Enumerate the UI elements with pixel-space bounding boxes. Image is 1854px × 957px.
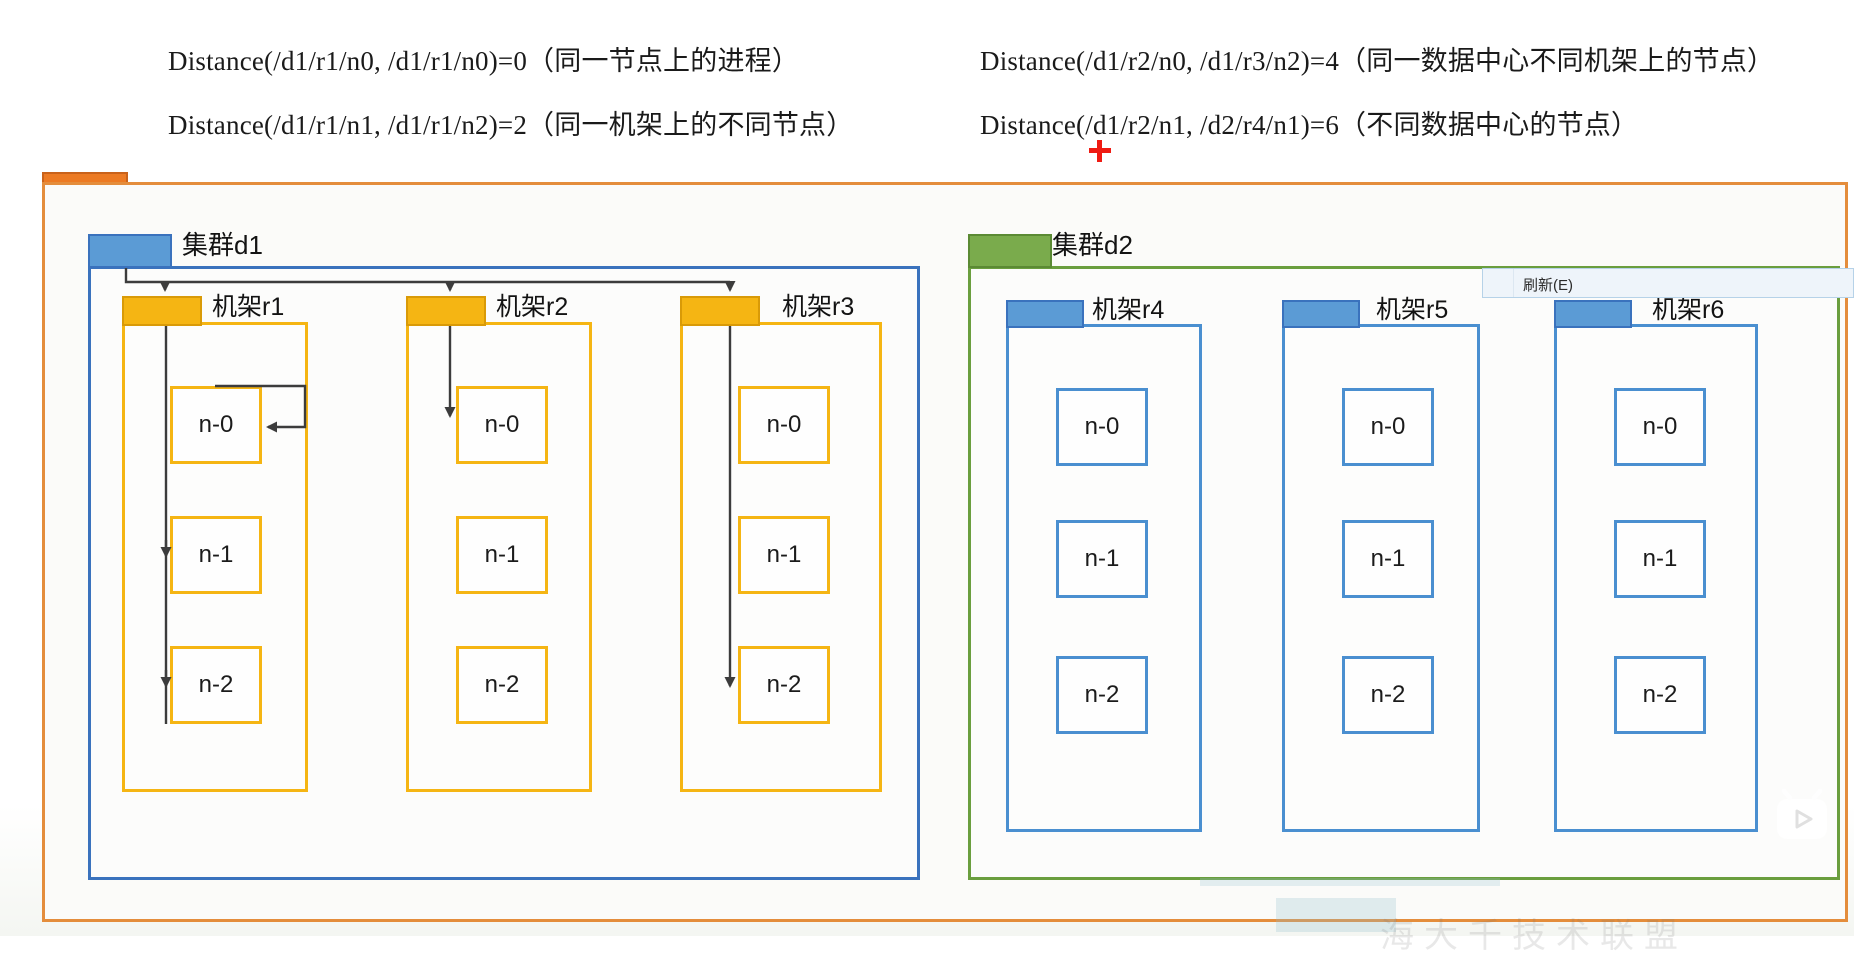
node-d1-r2-n0: n-0: [456, 386, 548, 464]
watermark-bar: [1200, 878, 1500, 886]
rack-r6-tab: [1554, 300, 1632, 328]
cluster-d1-tab: [88, 234, 172, 268]
context-menu-item-refresh[interactable]: 刷新(E): [1523, 277, 1573, 294]
rack-r6-label: 机架r6: [1652, 296, 1725, 324]
bilibili-play-icon: [1777, 788, 1827, 839]
node-d1-r3-n2: n-2: [738, 646, 830, 724]
distance-formula-2: Distance(/d1/r1/n1, /d1/r1/n2)=2（同一机架上的不…: [168, 110, 854, 140]
cluster-d1-label: 集群d1: [182, 230, 263, 260]
node-d1-r3-n0: n-0: [738, 386, 830, 464]
node-d2-r4-n1: n-1: [1056, 520, 1148, 598]
node-d2-r6-n1: n-1: [1614, 520, 1706, 598]
node-d2-r4-n2: n-2: [1056, 656, 1148, 734]
context-menu-icon-column-divider: [1513, 269, 1514, 297]
rack-r2-tab: [406, 296, 486, 326]
watermark-text: 海大千技术联盟: [1380, 917, 1688, 955]
rack-r4-tab: [1006, 300, 1084, 328]
node-d1-r1-n2: n-2: [170, 646, 262, 724]
rack-r1-label: 机架r1: [212, 293, 285, 321]
cluster-d2-label: 集群d2: [1052, 230, 1133, 260]
node-d1-r3-n1: n-1: [738, 516, 830, 594]
watermark-chip: [1276, 898, 1396, 932]
distance-formula-1: Distance(/d1/r1/n0, /d1/r1/n0)=0（同一节点上的进…: [168, 46, 800, 76]
crosshair-cursor-icon: [1089, 140, 1111, 162]
context-menu[interactable]: 刷新(E): [1482, 268, 1854, 298]
node-d1-r1-n1: n-1: [170, 516, 262, 594]
rack-r2-label: 机架r2: [496, 293, 569, 321]
node-d2-r6-n0: n-0: [1614, 388, 1706, 466]
rack-r1-tab: [122, 296, 202, 326]
node-d2-r4-n0: n-0: [1056, 388, 1148, 466]
rack-r4-label: 机架r4: [1092, 296, 1165, 324]
node-d1-r2-n2: n-2: [456, 646, 548, 724]
cluster-d2-tab: [968, 234, 1052, 268]
node-d2-r5-n1: n-1: [1342, 520, 1434, 598]
rack-r3-label: 机架r3: [782, 293, 855, 321]
node-d1-r2-n1: n-1: [456, 516, 548, 594]
rack-r5-tab: [1282, 300, 1360, 328]
node-d2-r5-n2: n-2: [1342, 656, 1434, 734]
distance-formula-3: Distance(/d1/r2/n0, /d1/r3/n2)=4（同一数据中心不…: [980, 46, 1775, 76]
node-d2-r5-n0: n-0: [1342, 388, 1434, 466]
rack-r3-tab: [680, 296, 760, 326]
node-d1-r1-n0: n-0: [170, 386, 262, 464]
distance-formula-4: Distance(/d1/r2/n1, /d2/r4/n1)=6（不同数据中心的…: [980, 110, 1639, 140]
node-d2-r6-n2: n-2: [1614, 656, 1706, 734]
rack-r5-label: 机架r5: [1376, 296, 1449, 324]
